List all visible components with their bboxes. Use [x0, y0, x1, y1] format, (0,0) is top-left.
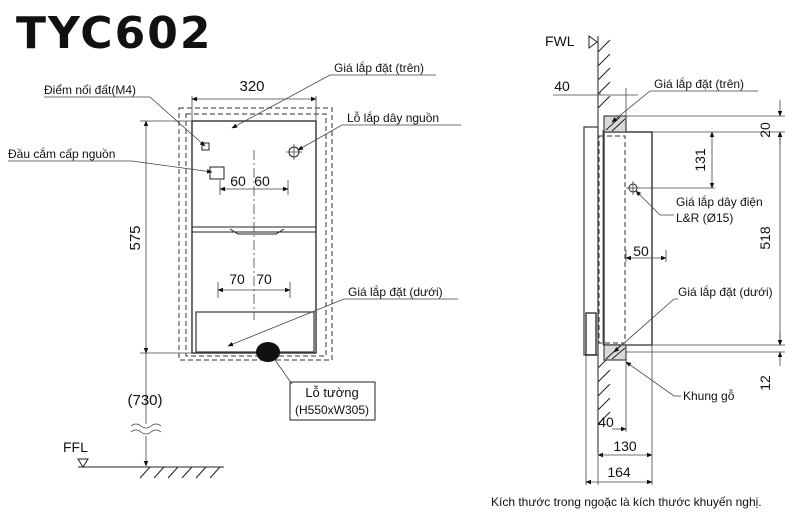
wall-hole-label-box	[289, 381, 376, 421]
label-wood-frame: Khung gỗ	[683, 388, 735, 403]
label-wall-hole-size: (H550xW305)	[295, 403, 369, 417]
label-bracket-top-front: Giá lắp đặt (trên)	[334, 60, 424, 75]
wood-frame-top	[603, 115, 627, 133]
bottom-bracket-plate	[195, 311, 315, 353]
dim-20: 20	[757, 122, 773, 138]
dim-60-right: 60	[254, 173, 270, 189]
dashed-depth-outline	[598, 135, 626, 344]
dim-width-text: 320	[239, 78, 264, 95]
unit-side-body	[603, 131, 653, 346]
dim-518: 518	[757, 226, 773, 250]
wall-hatching-upper	[597, 39, 611, 109]
fwl-marker-icon	[588, 35, 598, 49]
dim-12: 12	[757, 375, 773, 391]
wall-hole-outline	[178, 107, 333, 361]
label-bracket-bottom-front: Giá lắp đặt (dưới)	[348, 284, 443, 299]
dim-50: 50	[633, 243, 649, 259]
ground-point-symbol	[201, 142, 210, 151]
spout-shape	[229, 228, 285, 235]
label-bracket-top-side: Giá lắp đặt (trên)	[654, 76, 744, 91]
break-mark	[130, 423, 162, 435]
power-plug-symbol	[209, 166, 225, 180]
dim-60-left: 60	[230, 173, 246, 189]
ffl-marker-icon	[77, 458, 89, 468]
model-title: TYC602	[16, 8, 213, 59]
wall-label: FWL	[545, 33, 575, 49]
lower-front-panel	[585, 312, 597, 356]
label-power-plug: Đầu cắm cấp nguồn	[8, 146, 115, 161]
side-view: FWL 40	[545, 33, 785, 485]
dim-164: 164	[607, 464, 631, 480]
dim-70-left: 70	[229, 271, 245, 287]
dim-height-text: 575	[127, 225, 144, 250]
label-ground-point: Điểm nối đất(M4)	[44, 83, 136, 97]
unit-body	[191, 120, 317, 354]
wall-hatching-lower	[597, 355, 611, 425]
wall-hole-opening	[256, 342, 280, 362]
dim-40-bottom: 40	[598, 414, 614, 430]
label-bracket-bottom-side: Giá lắp đặt (dưới)	[678, 284, 773, 299]
floor-hatching	[139, 466, 221, 479]
label-power-hole: Lỗ lắp dây nguồn	[347, 110, 439, 125]
dim-130: 130	[613, 438, 637, 454]
dim-70-right: 70	[256, 271, 272, 287]
dim-40-top: 40	[554, 78, 570, 94]
label-cable-size: L&R (Ø15)	[676, 211, 733, 225]
floor-label: FFL	[63, 439, 88, 455]
dim-floor-text: (730)	[127, 392, 162, 409]
label-wall-hole: Lỗ tường	[305, 385, 358, 400]
housing-outer-outline	[185, 113, 327, 357]
dim-131: 131	[692, 148, 708, 172]
label-cable-holder: Giá lắp dây điện	[676, 194, 763, 209]
footnote: Kích thước trong ngoặc là kích thước khu…	[491, 495, 762, 509]
front-view: 320 60 60 70 70 575 (730)	[8, 60, 461, 479]
